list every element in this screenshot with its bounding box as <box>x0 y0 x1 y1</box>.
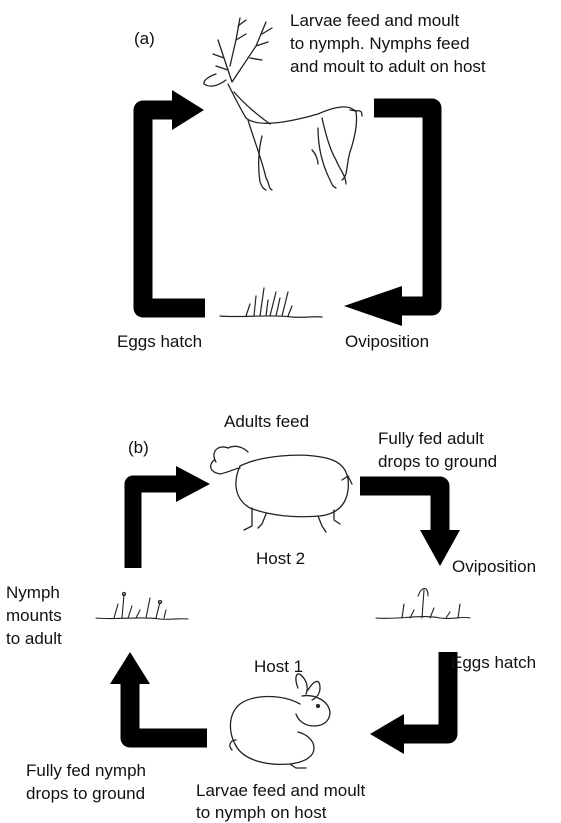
arrow-b-lower-left-head <box>110 652 150 684</box>
arrow-b-lower-right-head <box>370 714 404 754</box>
arrow-b-upper-left-head <box>176 466 210 502</box>
oviposition-b-label: Oviposition <box>452 556 536 577</box>
sheep-icon <box>211 446 352 532</box>
arrow-b-upper-left <box>133 484 178 568</box>
drop-nymph-line2: drops to ground <box>26 783 145 804</box>
host-2-label: Host 2 <box>256 548 305 569</box>
host-caption-a-line1: Larvae feed and moult <box>290 10 459 31</box>
nymph-line2: mounts <box>6 605 62 626</box>
host-1-label: Host 1 <box>254 656 303 677</box>
nymph-line3: to adult <box>6 628 62 649</box>
panel-a-label: (a) <box>134 28 155 49</box>
nymph-line1: Nymph <box>6 582 60 603</box>
eggs-hatch-b-label: Eggs hatch <box>451 652 536 673</box>
larvae-line2: to nymph on host <box>196 802 326 823</box>
drop-adult-line1: Fully fed adult <box>378 428 484 449</box>
drop-nymph-line1: Fully fed nymph <box>26 760 146 781</box>
oviposition-a-label: Oviposition <box>345 331 429 352</box>
grass-b-right-icon <box>376 589 470 619</box>
panel-b-label: (b) <box>128 437 149 458</box>
arrow-a-right-head <box>344 286 402 326</box>
drop-adult-line2: drops to ground <box>378 451 497 472</box>
host-caption-a-line2: to nymph. Nymphs feed <box>290 33 470 54</box>
arrow-a-left-up <box>143 110 205 308</box>
arrow-b-lower-left <box>130 682 207 738</box>
adults-feed-label: Adults feed <box>224 411 309 432</box>
arrow-b-lower-right <box>402 652 448 734</box>
arrow-a-right-down <box>374 108 432 306</box>
larvae-line1: Larvae feed and moult <box>196 780 365 801</box>
arrow-a-left-head <box>172 90 204 130</box>
eggs-hatch-a-label: Eggs hatch <box>117 331 202 352</box>
panel-b-cycle <box>96 446 470 768</box>
rabbit-icon <box>230 674 330 768</box>
grass-a-icon <box>220 288 322 317</box>
grass-b-left-icon <box>96 592 188 619</box>
host-caption-a-line3: and moult to adult on host <box>290 56 486 77</box>
arrow-b-upper-right <box>360 486 440 530</box>
